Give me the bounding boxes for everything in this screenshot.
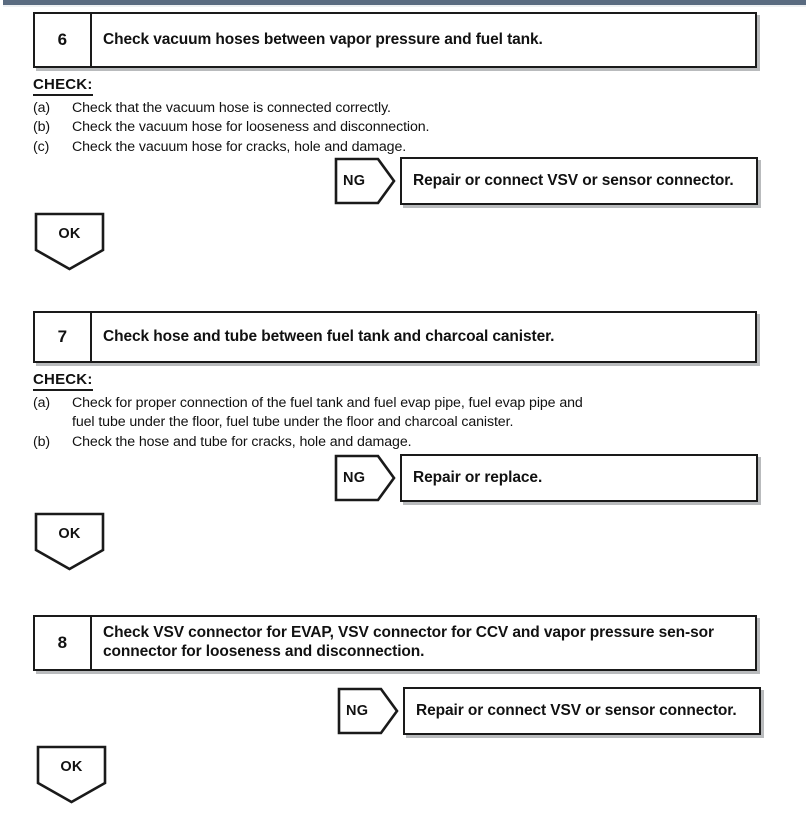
step-number: 7 — [35, 313, 92, 361]
ng-branch-8: NG Repair or connect VSV or sensor conne… — [337, 687, 761, 735]
check-item-marker: (c) — [33, 138, 50, 155]
check-item-text: Check the hose and tube for cracks, hole… — [72, 433, 412, 450]
ng-result-box: Repair or replace. — [400, 454, 758, 502]
ng-tag: NG — [337, 687, 399, 735]
check-block-6: CHECK: (a) Check that the vacuum hose is… — [33, 76, 553, 157]
check-item-marker: (b) — [33, 119, 51, 136]
ok-pentagon-icon — [34, 512, 105, 571]
check-item-marker: (a) — [33, 394, 51, 411]
step-box-6: 6 Check vacuum hoses between vapor press… — [33, 12, 757, 68]
ng-result-text: Repair or connect VSV or sensor connecto… — [413, 172, 734, 189]
step-number: 8 — [35, 617, 92, 669]
step-title: Check hose and tube between fuel tank an… — [103, 328, 555, 346]
ok-pentagon-icon — [36, 745, 107, 804]
ng-tag: NG — [334, 157, 396, 205]
check-item-text: Check the vacuum hose for cracks, hole a… — [72, 138, 407, 155]
check-item-marker: (b) — [33, 433, 51, 450]
check-item: (a) Check that the vacuum hose is connec… — [33, 99, 553, 119]
ng-pentagon-icon — [337, 687, 399, 735]
ok-label: OK — [60, 759, 83, 775]
ok-tag-6: OK — [34, 212, 105, 271]
check-block-7: CHECK: (a) Check for proper connection o… — [33, 371, 673, 452]
step-number: 6 — [35, 14, 92, 66]
ng-label: NG — [343, 173, 366, 189]
check-item-line-1: Check for proper connection of the fuel … — [72, 394, 583, 411]
ng-label: NG — [343, 470, 366, 486]
check-item-text: Check for proper connection of the fuel … — [72, 394, 673, 433]
check-item: (b) Check the vacuum hose for looseness … — [33, 118, 553, 138]
step-box-7: 7 Check hose and tube between fuel tank … — [33, 311, 757, 363]
ng-pentagon-icon — [334, 157, 396, 205]
check-item-text: Check the vacuum hose for looseness and … — [72, 119, 430, 136]
check-item: (c) Check the vacuum hose for cracks, ho… — [33, 138, 553, 158]
step-title: Check VSV connector for EVAP, VSV connec… — [103, 624, 714, 660]
check-item-line-2: fuel tube under the floor, fuel tube und… — [72, 414, 514, 431]
ng-tag: NG — [334, 454, 396, 502]
ng-branch-6: NG Repair or connect VSV or sensor conne… — [334, 157, 758, 205]
check-item: (a) Check for proper connection of the f… — [33, 394, 673, 433]
check-heading: CHECK: — [33, 371, 93, 391]
step-box-8: 8 Check VSV connector for EVAP, VSV conn… — [33, 615, 757, 671]
ok-label: OK — [58, 226, 81, 242]
check-item: (b) Check the hose and tube for cracks, … — [33, 433, 673, 453]
ok-tag-8: OK — [36, 745, 107, 804]
scan-top-edge — [0, 0, 806, 5]
ng-pentagon-icon — [334, 454, 396, 502]
ng-branch-7: NG Repair or replace. — [334, 454, 758, 502]
ok-label: OK — [58, 526, 81, 542]
ng-result-box: Repair or connect VSV or sensor connecto… — [403, 687, 761, 735]
ng-result-text: Repair or connect VSV or sensor connecto… — [416, 702, 737, 719]
step-title: Check vacuum hoses between vapor pressur… — [103, 31, 543, 49]
ng-label: NG — [346, 703, 369, 719]
ok-tag-7: OK — [34, 512, 105, 571]
ng-result-box: Repair or connect VSV or sensor connecto… — [400, 157, 758, 205]
ng-result-text: Repair or replace. — [413, 469, 543, 486]
ok-pentagon-icon — [34, 212, 105, 271]
scan-top-highlight — [0, 5, 806, 7]
check-item-text: Check that the vacuum hose is connected … — [72, 99, 391, 116]
check-heading: CHECK: — [33, 76, 93, 96]
scan-left-edge — [0, 0, 3, 829]
check-item-marker: (a) — [33, 99, 51, 116]
